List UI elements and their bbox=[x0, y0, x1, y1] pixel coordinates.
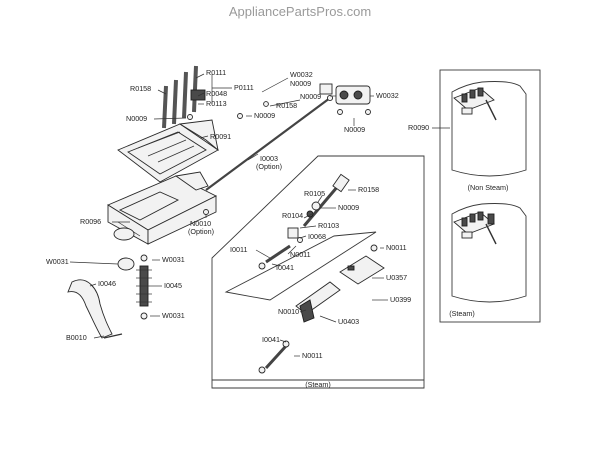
non-steam-caption: (Non Steam) bbox=[468, 183, 509, 192]
label-i0003: I0003 bbox=[260, 154, 278, 163]
fastener-n0009-b bbox=[237, 113, 243, 119]
steam-option-assembly bbox=[451, 203, 527, 303]
rod-i0003 bbox=[205, 94, 334, 191]
label-w0031-a: W0031 bbox=[46, 257, 69, 266]
label-i0011: I0011 bbox=[230, 245, 247, 254]
option-panel-frame bbox=[439, 69, 541, 323]
label-i0045: I0045 bbox=[164, 281, 182, 290]
label-r0111: R0111 bbox=[206, 68, 226, 77]
label-r0103: R0103 bbox=[318, 221, 339, 230]
steam-caption: (Steam) bbox=[305, 380, 331, 389]
label-r0096: R0096 bbox=[80, 217, 101, 226]
label-n0009-e: N0009 bbox=[126, 114, 147, 123]
spring-i0045 bbox=[136, 254, 152, 320]
leader-lines-steam bbox=[255, 189, 388, 357]
label-p0111: P0111 bbox=[234, 83, 254, 92]
steam-option-caption: (Steam) bbox=[449, 309, 475, 318]
label-w0032-b: W0032 bbox=[376, 91, 399, 100]
label-r0091: R0091 bbox=[210, 132, 231, 141]
label-n0009-a: N0009 bbox=[290, 79, 311, 88]
non-steam-assembly bbox=[451, 81, 527, 177]
label-u0403: U0403 bbox=[338, 317, 359, 326]
label-n0009-b: N0009 bbox=[254, 111, 275, 120]
label-n0009-d: N0009 bbox=[344, 125, 365, 134]
label-n0011-a: N0011 bbox=[290, 250, 311, 259]
label-r0158-steam: R0158 bbox=[358, 185, 379, 194]
label-r0158-mid: R0158 bbox=[276, 101, 297, 110]
steam-generator-parts bbox=[258, 173, 385, 374]
dispenser-housing bbox=[117, 119, 219, 183]
label-r0090: R0090 bbox=[408, 123, 429, 132]
label-i0041-b: I0041 bbox=[262, 335, 280, 344]
label-n0009-c: N0009 bbox=[300, 92, 321, 101]
label-i0041-a: I0041 bbox=[276, 263, 294, 272]
label-r0104: R0104 bbox=[282, 211, 303, 220]
steam-inner-frame bbox=[224, 231, 377, 301]
dispenser-body bbox=[107, 171, 218, 245]
label-r0105: R0105 bbox=[304, 189, 325, 198]
label-u0357: U0357 bbox=[386, 273, 407, 282]
label-r0158-top: R0158 bbox=[130, 84, 151, 93]
label-r0048: R0048 bbox=[206, 89, 227, 98]
label-n0010-steam: N0010 bbox=[278, 307, 299, 316]
fastener-n0010 bbox=[203, 209, 209, 215]
label-w0031-b: W0031 bbox=[162, 255, 185, 264]
label-b0010: B0010 bbox=[66, 333, 87, 342]
inlet-tubes bbox=[162, 65, 206, 129]
label-i0046: I0046 bbox=[98, 279, 116, 288]
steam-frame bbox=[211, 155, 425, 389]
label-n0009-steam: N0009 bbox=[338, 203, 359, 212]
hose-i0046 bbox=[67, 257, 135, 339]
label-r0113: R0113 bbox=[206, 99, 227, 108]
label-n0011-c: N0011 bbox=[302, 351, 323, 360]
label-n0011-b: N0011 bbox=[386, 243, 407, 252]
label-n0010: N0010 bbox=[190, 219, 211, 228]
label-w0031-c: W0031 bbox=[162, 311, 185, 320]
label-n0010-option: (Option) bbox=[188, 227, 214, 236]
label-i0068: I0068 bbox=[308, 232, 326, 241]
water-valves bbox=[319, 83, 371, 115]
watermark: AppliancePartsPros.com bbox=[229, 4, 371, 19]
fastener-n0009-a bbox=[187, 114, 193, 120]
label-i0003-option: (Option) bbox=[256, 162, 282, 171]
label-w0032-a: W0032 bbox=[290, 70, 313, 79]
leader-lines-left bbox=[69, 73, 374, 339]
label-u0399: U0399 bbox=[390, 295, 411, 304]
